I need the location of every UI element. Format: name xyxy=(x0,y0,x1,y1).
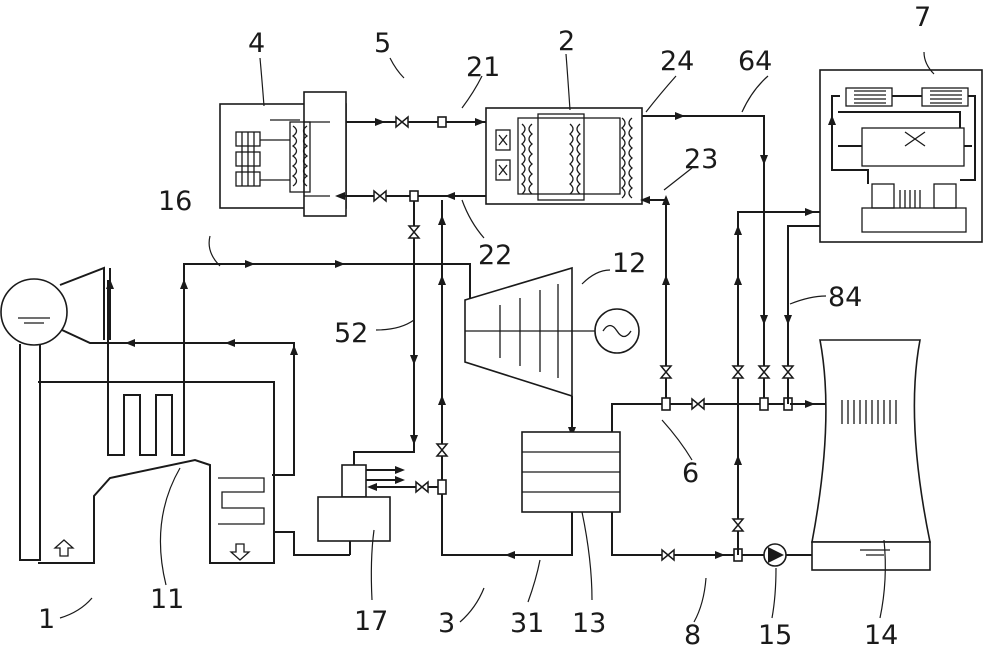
label-12: 12 xyxy=(612,248,646,279)
label-31: 31 xyxy=(510,608,544,639)
label-84: 84 xyxy=(828,282,862,313)
label-24: 24 xyxy=(660,46,694,77)
label-1: 1 xyxy=(38,604,55,635)
label-17: 17 xyxy=(354,606,388,637)
label-6: 6 xyxy=(682,458,699,489)
label-16: 16 xyxy=(158,186,192,217)
condenser xyxy=(521,431,621,513)
steam-drum xyxy=(0,278,68,346)
label-4: 4 xyxy=(248,28,265,59)
label-14: 14 xyxy=(864,620,898,651)
label-64: 64 xyxy=(738,46,772,77)
label-21: 21 xyxy=(466,52,500,83)
label-11: 11 xyxy=(150,584,184,615)
label-7: 7 xyxy=(914,2,931,33)
label-5: 5 xyxy=(374,28,391,59)
label-52: 52 xyxy=(334,318,368,349)
label-2: 2 xyxy=(558,26,575,57)
label-22: 22 xyxy=(478,240,512,271)
main-steam-line xyxy=(106,260,471,347)
label-3: 3 xyxy=(438,608,455,639)
label-13: 13 xyxy=(572,608,606,639)
label-8: 8 xyxy=(684,620,701,651)
reference-labels: 1 11 4 5 21 2 24 64 7 23 22 16 12 52 84 … xyxy=(38,2,931,651)
deaerator xyxy=(317,196,420,555)
cooling-lines xyxy=(640,112,770,404)
steam-turbine xyxy=(464,266,640,437)
cooling-tower xyxy=(811,339,931,571)
heat-exchanger-4 xyxy=(219,91,347,217)
label-15: 15 xyxy=(758,620,792,651)
label-23: 23 xyxy=(684,144,718,175)
leader-lines xyxy=(59,51,935,623)
exchange-lines xyxy=(335,116,486,202)
heat-exchanger-2 xyxy=(485,107,643,205)
refrigeration-system xyxy=(819,69,983,243)
circulating-water-lines xyxy=(611,208,826,567)
boiler xyxy=(0,264,350,564)
